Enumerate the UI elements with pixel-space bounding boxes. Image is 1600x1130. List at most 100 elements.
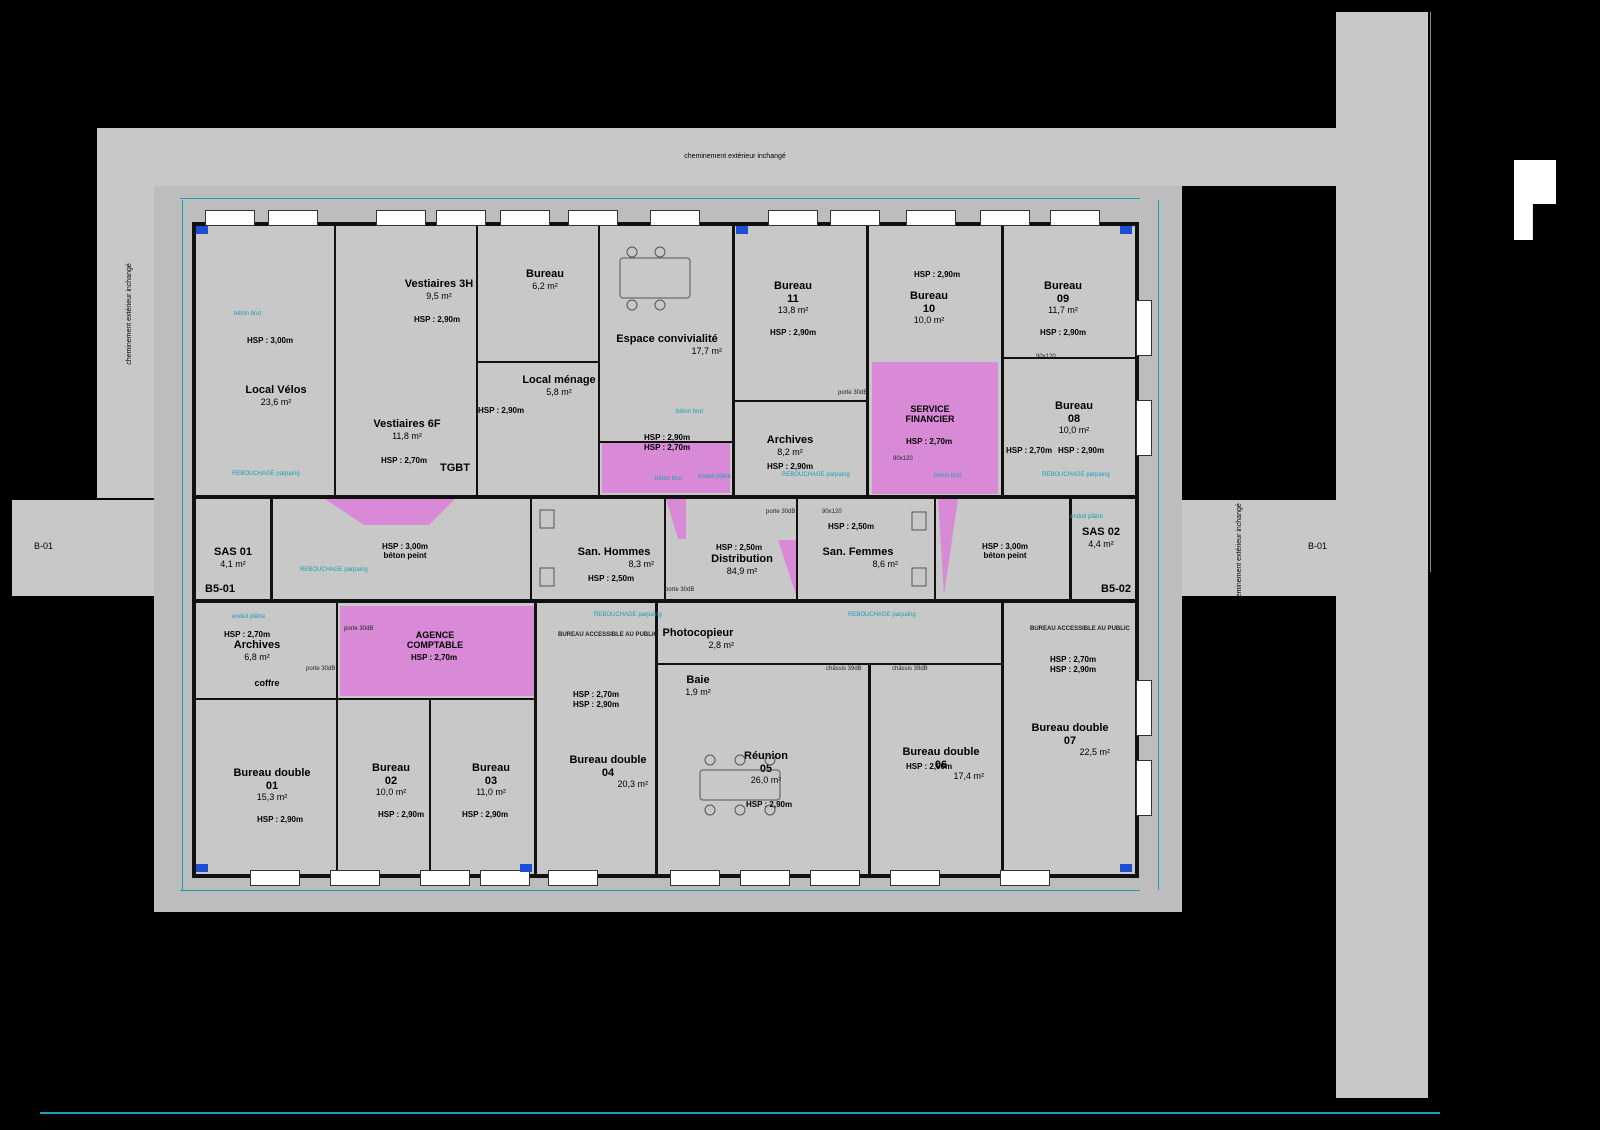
dimension-line [180, 890, 1140, 891]
wall [664, 499, 666, 599]
room-name: SAS 02 [1082, 526, 1120, 538]
wall [655, 603, 658, 874]
glazing-mark [196, 864, 208, 872]
wall [658, 663, 1002, 665]
room-name: Bureau double 01 [233, 767, 311, 792]
chair [654, 299, 666, 311]
hsp-label: HSP : 2,90m [767, 462, 814, 471]
room-area: 13,8 m² [777, 305, 809, 316]
hsp-label: HSP : 2,50m [716, 543, 763, 552]
annotation: REBOUCHAGE parpaing [232, 471, 300, 477]
room-name: Photocopieur [662, 627, 734, 639]
annotation: 90x120 [893, 456, 913, 462]
hsp-label: HSP : 2,90m [414, 315, 461, 324]
hsp-label: HSP : 2,70m [906, 437, 953, 446]
hsp-label: HSP : 2,90m [770, 328, 817, 337]
annotation: béton brut [676, 409, 704, 415]
hsp-label: HSP : 3,00m [247, 336, 294, 345]
room-local-velos: Local Vélos 23,6 m² [236, 384, 316, 407]
annotation: béton brut [655, 476, 683, 482]
note-public: BUREAU ACCESSIBLE AU PUBLIC [558, 632, 658, 638]
hsp-label: HSP : 2,90m [746, 800, 793, 809]
window [420, 870, 470, 886]
window [1000, 870, 1050, 886]
room-bureau-08: Bureau 08 10,0 m² [1050, 400, 1098, 436]
room-coffre: coffre [254, 678, 280, 688]
annotation: porte 30dB [306, 666, 336, 672]
exterior-path-right-vertical [1336, 12, 1428, 1098]
chair [626, 246, 638, 258]
room-area: 26,0 m² [750, 775, 782, 786]
wall [732, 400, 868, 402]
room-photocopieur: Photocopieur 2,8 m² [662, 627, 734, 650]
room-bureau-09: Bureau 09 11,7 m² [1038, 280, 1088, 316]
wall [530, 499, 532, 599]
chair [764, 754, 776, 766]
hsp-label: HSP : 2,90m [1050, 665, 1097, 674]
hsp-label: HSP : 2,70m [381, 456, 428, 465]
room-bureau-02: Bureau 02 10,0 m² [366, 762, 416, 798]
annotation: 90x120 [1036, 354, 1056, 360]
hsp-label: HSP : 2,90m [378, 810, 425, 819]
window [1050, 210, 1100, 226]
window [650, 210, 700, 226]
room-name: Bureau 02 [372, 762, 410, 787]
title-block [1430, 12, 1511, 572]
wall [334, 226, 336, 496]
room-area: 11,8 m² [392, 430, 422, 441]
annotation: béton brut [934, 473, 962, 479]
room-name: Bureau 09 [1044, 280, 1082, 305]
window [830, 210, 880, 226]
annotation: porte 30dB [838, 390, 868, 396]
bottom-rule [40, 1112, 1440, 1114]
room-area: 5,8 m² [546, 386, 572, 397]
room-bureau-double-01: Bureau double 01 15,3 m² [232, 767, 312, 803]
room-name: Bureau double 04 [569, 754, 647, 779]
room-area: 6,2 m² [532, 280, 558, 291]
window [670, 870, 720, 886]
annotation: REBOUCHAGE parpaing [848, 612, 916, 618]
hsp-label: HSP : 2,90m [1058, 446, 1105, 455]
dimension-line [182, 200, 183, 890]
hsp-label: HSP : 3,00m [381, 542, 429, 551]
room-area: 9,5 m² [426, 290, 452, 301]
room-name: San. Hommes [577, 546, 651, 558]
highlight-service-financier [872, 362, 998, 494]
room-sas-01: SAS 01 4,1 m² [208, 546, 258, 569]
room-bureau-10: Bureau 10 10,0 m² [904, 290, 954, 326]
annotation: REBOUCHAGE parpaing [300, 567, 368, 573]
annotation: 90x120 [822, 509, 842, 515]
hsp-label: HSP : 2,90m [573, 700, 620, 709]
wall [336, 603, 338, 874]
room-area: 84,9 m² [726, 565, 758, 576]
window [980, 210, 1030, 226]
chair [764, 804, 776, 816]
room-name: Local ménage [522, 374, 596, 386]
room-name: Bureau 11 [774, 280, 812, 305]
annotation: béton brut [234, 311, 262, 317]
room-area: 8,6 m² [872, 558, 898, 569]
room-bureau-11: Bureau 11 13,8 m² [768, 280, 818, 316]
room-area: 4,4 m² [1088, 538, 1114, 549]
annotation: châssis 39dB [892, 666, 928, 672]
wall [934, 499, 936, 599]
chair [704, 804, 716, 816]
window [250, 870, 300, 886]
hsp-label: HSP : 2,70m [644, 443, 691, 452]
wall [429, 700, 431, 874]
window [480, 870, 530, 886]
room-area: 17,7 m² [691, 345, 722, 356]
glazing-mark [520, 864, 532, 872]
note-public: BUREAU ACCESSIBLE AU PUBLIC [1030, 626, 1130, 632]
wc [911, 567, 927, 587]
room-sas-02: SAS 02 4,4 m² [1078, 526, 1124, 549]
wall [196, 698, 536, 700]
hsp-label: HSP : 2,70m [1006, 446, 1053, 455]
annotation: enduit plâtre [232, 614, 266, 620]
hall-left-info: HSP : 3,00m béton peint [370, 542, 440, 560]
room-name: SAS 01 [214, 546, 252, 558]
room-bureau-double-07: Bureau double 07 22,5 m² [1030, 722, 1110, 758]
window [268, 210, 318, 226]
hsp-label: HSP : 2,50m [828, 522, 875, 531]
